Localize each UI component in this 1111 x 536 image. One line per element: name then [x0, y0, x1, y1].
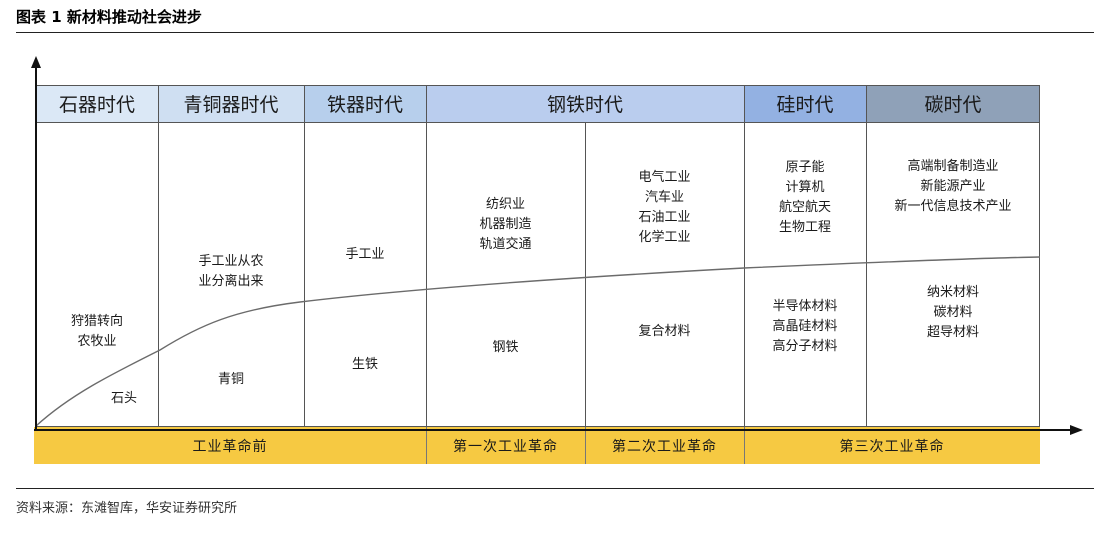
divider-1 [158, 85, 159, 427]
divider-5 [744, 85, 745, 427]
figure-title: 图表 1 新材料推动社会进步 [16, 8, 202, 26]
industry-bronze: 手工业从农 业分离出来 [198, 254, 264, 289]
material-steel: 钢铁 [492, 340, 519, 355]
material-stone: 石头 [110, 391, 137, 406]
era-bronze-age: 青铜器时代 [158, 85, 304, 122]
industry-silicon: 原子能 计算机 航空航天 生物工程 [778, 160, 831, 235]
industry-stone: 狩猎转向 农牧业 [70, 314, 123, 349]
era-carbon-age: 碳时代 [866, 85, 1040, 122]
industry-steel-2: 电气工业 汽车业 石油工业 化学工业 [638, 170, 691, 245]
rev-divider-1 [426, 427, 427, 464]
rev-first: 第一次工业革命 [453, 438, 558, 455]
divider-4 [585, 122, 586, 427]
material-carbon: 纳米材料 碳材料 超导材料 [926, 285, 979, 340]
divider-6 [866, 85, 867, 427]
rev-third: 第三次工业革命 [839, 438, 945, 455]
industry-steel-1: 纺织业 机器制造 轨道交通 [479, 197, 532, 252]
material-composite: 复合材料 [638, 324, 691, 339]
title-rule [16, 32, 1094, 33]
progress-curve [35, 256, 1041, 427]
grid-frame [36, 85, 1040, 427]
era-steel-age: 钢铁时代 [426, 85, 744, 122]
revolution-band [34, 427, 1040, 464]
rev-pre-industrial: 工业革命前 [192, 438, 268, 455]
material-iron: 生铁 [351, 357, 378, 372]
divider-3 [426, 85, 427, 427]
material-silicon: 半导体材料 高晶硅材料 高分子材料 [772, 299, 838, 354]
header-rule [36, 122, 1040, 123]
era-silicon-age: 硅时代 [744, 85, 866, 122]
rev-second: 第二次工业革命 [612, 438, 717, 455]
industry-iron: 手工业 [345, 247, 385, 262]
divider-2 [304, 85, 305, 427]
source-note: 资料来源：东滩智库，华安证券研究所 [16, 501, 238, 516]
x-axis-arrow-icon [1070, 425, 1083, 435]
material-bronze: 青铜 [217, 372, 244, 387]
era-stone-age: 石器时代 [36, 85, 158, 122]
y-axis-arrow-icon [31, 56, 41, 68]
rev-divider-3 [744, 427, 745, 464]
source-rule [16, 488, 1094, 489]
rev-divider-2 [585, 427, 586, 464]
industry-carbon: 高端制备制造业 新能源产业 新一代信息技术产业 [894, 159, 1012, 214]
era-iron-age: 铁器时代 [304, 85, 426, 122]
